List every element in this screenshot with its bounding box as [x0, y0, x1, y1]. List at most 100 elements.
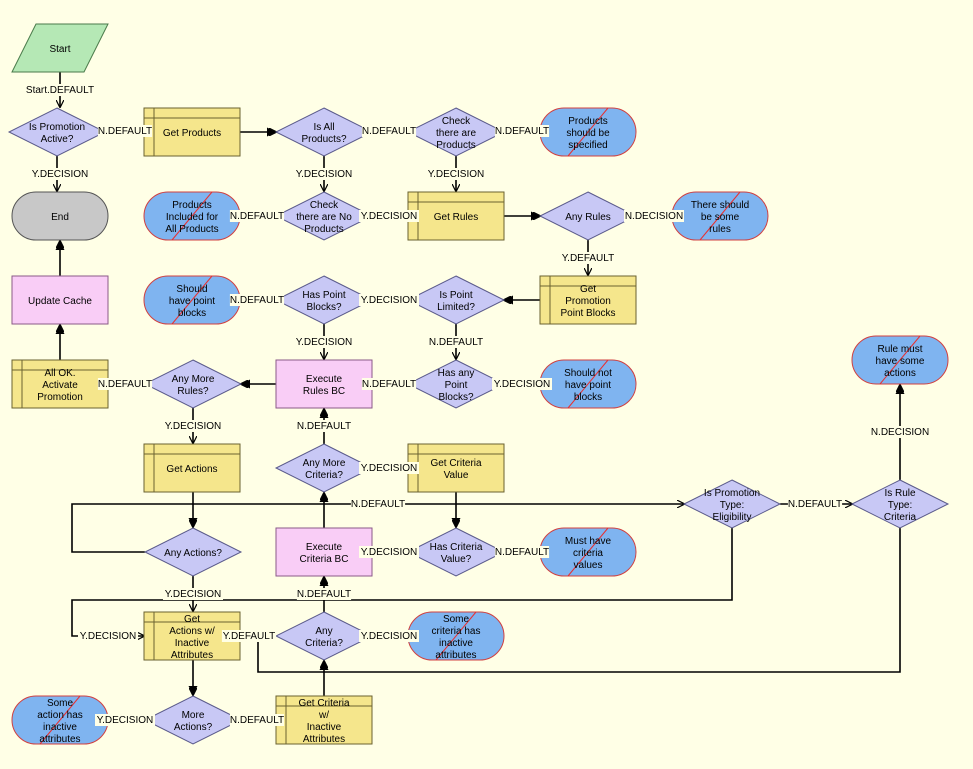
edge-label-moreactions-n: N.DEFAULT [230, 715, 284, 726]
decision-shape [7, 107, 107, 157]
edge-label-start-default: Start.DEFAULT [26, 85, 94, 96]
decision-shape [274, 107, 374, 157]
node-label-line: have some [876, 356, 925, 367]
edge-label-bg [359, 210, 419, 222]
node-start[interactable]: Start [11, 23, 109, 73]
node-label-line: Check [442, 116, 471, 127]
edge-label-bg [870, 426, 930, 438]
edge-label-anycrit-y: Y.DECISION [361, 631, 418, 642]
edge-label-pointlimited-y: Y.DECISION [361, 295, 418, 306]
node-end[interactable]: End [11, 191, 109, 241]
edge-label-moreCrit-y: Y.DECISION [361, 463, 418, 474]
node-update-cache[interactable]: Update Cache [11, 275, 109, 325]
decision-shape [406, 527, 506, 577]
node-get-products[interactable]: Get Products [143, 107, 241, 157]
decision-shape [538, 191, 638, 241]
node-label-line: Start [49, 44, 70, 55]
decision-shape [274, 443, 374, 493]
stop-slash [567, 107, 609, 157]
node-label-line: Point [445, 380, 468, 391]
node-label-line: Limited? [437, 302, 475, 313]
node-label-line: Value [444, 470, 469, 481]
stop-slash [171, 275, 213, 325]
node-label-line: Products [568, 116, 607, 127]
node-any-actions[interactable]: Any Actions? [143, 527, 243, 577]
node-label-line: Rules? [177, 386, 209, 397]
edge-label-promo-n: N.DEFAULT [98, 126, 152, 137]
node-label-line: Criteria [884, 512, 917, 523]
node-label-line: Blocks? [306, 302, 341, 313]
node-label: Get Rules [434, 212, 478, 223]
arrowhead [319, 493, 329, 502]
edge-label-bg [95, 714, 155, 726]
node-get-rules[interactable]: Get Rules [407, 191, 505, 241]
edge-label-moreRules-y: Y.DECISION [165, 421, 222, 432]
node-label-line: criteria [573, 548, 603, 559]
node-get-actions[interactable]: Get Actions [143, 443, 241, 493]
edge-label-bg [30, 168, 90, 180]
node-any-rules[interactable]: Any Rules [538, 191, 638, 241]
end-shape [11, 191, 109, 241]
edge-label-promo-y: Y.DECISION [32, 169, 89, 180]
edge-label-checkprod-n: N.DEFAULT [495, 126, 549, 137]
node-label-line: Eligibility [713, 512, 752, 523]
node-label-line: Execute [306, 542, 343, 553]
node-label: Any Actions? [164, 548, 222, 559]
node-label: Start [49, 44, 70, 55]
node-label-line: Value? [441, 554, 472, 565]
node-label-line: Get Actions [166, 464, 217, 475]
node-label-line: Any More [303, 458, 346, 469]
task-shape [407, 443, 505, 493]
node-label-line: Inactive [175, 638, 210, 649]
node-label-line: Promotion [37, 392, 83, 403]
edge-label-hasanypb-y: Y.DECISION [494, 379, 551, 390]
task-shape [143, 443, 241, 493]
edge-label-bg [350, 498, 406, 510]
node-label-line: should be [566, 128, 610, 139]
node-label-line: Should [176, 284, 207, 295]
node-label-line: Is Promotion [29, 122, 85, 133]
subprocess-shape [11, 275, 109, 325]
